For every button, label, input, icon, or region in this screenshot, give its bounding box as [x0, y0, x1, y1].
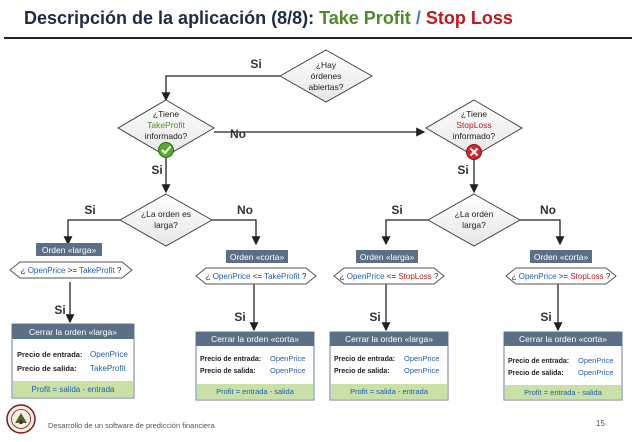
- decision-line: larga?: [462, 220, 486, 230]
- slide-title: Descripción de la aplicación (8/8): Take…: [24, 8, 513, 29]
- action-cerrar-larga-sl: Cerrar la orden «larga» Precio de entrad…: [329, 331, 449, 401]
- condition-corta-takeprofit: Orden «corta» ¿ OpenPrice <= TakeProfit …: [195, 250, 317, 285]
- entrada-value: OpenPrice: [404, 354, 439, 363]
- action-cerrar-corta-tp: Cerrar la orden «corta» Precio de entrad…: [195, 331, 315, 401]
- decision-line: ¿Hay: [316, 60, 337, 70]
- salida-label: Precio de salida:: [200, 368, 256, 375]
- condition-head: Orden «larga»: [42, 245, 97, 255]
- connector-right-no: [520, 219, 565, 246]
- label-si-tp: Si: [151, 163, 162, 177]
- salida-value: TakeProfit: [90, 364, 126, 373]
- title-rule: [4, 37, 632, 39]
- salida-value: OpenPrice: [578, 368, 613, 377]
- label-si-right: Si: [391, 203, 402, 217]
- decision-line: ¿Tiene: [153, 109, 179, 119]
- action-cerrar-larga-tp: Cerrar la orden «larga» Precio de entrad…: [11, 323, 135, 399]
- title-take-profit: Take Profit: [319, 8, 411, 28]
- action-head: Cerrar la orden «corta»: [211, 334, 299, 344]
- decision-orden-larga-left: ¿La orden es larga?: [118, 193, 214, 247]
- decision-line: StopLoss: [456, 120, 491, 130]
- action-head: Cerrar la orden «larga»: [345, 334, 433, 344]
- decision-line: abiertas?: [309, 82, 344, 92]
- action-head: Cerrar la orden «larga»: [29, 327, 117, 337]
- condition-larga-takeprofit: Orden «larga» ¿ OpenPrice >= TakeProfit …: [9, 243, 133, 279]
- decision-orden-larga-right: ¿La orden larga?: [426, 193, 522, 247]
- profit-formula: Profit = salida - entrada: [32, 385, 115, 394]
- decision-line: larga?: [154, 220, 178, 230]
- connector-left-no: [212, 219, 261, 246]
- salida-label: Precio de salida:: [508, 370, 564, 377]
- decision-tiene-takeprofit: ¿Tiene TakeProfit informado?: [117, 99, 215, 157]
- connector-right-si: [381, 219, 428, 246]
- salida-label: Precio de salida:: [334, 368, 390, 375]
- entrada-label: Precio de entrada:: [334, 356, 395, 363]
- connector-lines: [63, 75, 565, 332]
- entrada-label: Precio de entrada:: [200, 356, 261, 363]
- cross-icon: [466, 144, 482, 160]
- check-icon: [158, 142, 174, 158]
- footer-text: Desarrollo de un software de predicción …: [48, 421, 215, 430]
- condition-text: ¿ OpenPrice <= StopLoss ?: [340, 272, 439, 281]
- condition-head: Orden «corta»: [230, 252, 285, 262]
- title-main: Descripción de la aplicación (8/8):: [24, 8, 315, 28]
- decision-line: ¿Tiene: [461, 109, 487, 119]
- action-head: Cerrar la orden «corta»: [519, 334, 607, 344]
- connector-left-si: [63, 219, 120, 246]
- profit-formula: Profit = salida - entrada: [350, 387, 429, 396]
- condition-corta-stoploss: Orden «corta» ¿ OpenPrice >= StopLoss ?: [505, 250, 617, 285]
- decision-line: informado?: [145, 131, 188, 141]
- label-si-top: Si: [250, 57, 261, 71]
- label-si-c4: Si: [540, 310, 551, 324]
- title-stop-loss: Stop Loss: [425, 8, 513, 28]
- entrada-value: OpenPrice: [270, 354, 305, 363]
- label-si-c1: Si: [54, 303, 65, 317]
- condition-text: ¿ OpenPrice <= TakeProfit ?: [206, 272, 307, 281]
- decision-line: TakeProfit: [147, 120, 185, 130]
- decision-line: órdenes: [311, 71, 342, 81]
- salida-value: OpenPrice: [404, 366, 439, 375]
- university-seal-icon: [6, 404, 36, 434]
- label-si-c3: Si: [369, 310, 380, 324]
- page-number: 15: [596, 419, 605, 428]
- action-cerrar-corta-sl: Cerrar la orden «corta» Precio de entrad…: [503, 331, 623, 401]
- entrada-value: OpenPrice: [90, 350, 128, 359]
- entrada-label: Precio de entrada:: [508, 358, 569, 365]
- label-si-left: Si: [84, 203, 95, 217]
- label-no-left: No: [237, 203, 253, 217]
- title-separator: /: [415, 8, 421, 28]
- entrada-label: Precio de entrada:: [17, 350, 82, 359]
- condition-head: Orden «larga»: [360, 252, 415, 262]
- salida-label: Precio de salida:: [17, 364, 77, 373]
- condition-text: ¿ OpenPrice >= TakeProfit ?: [21, 266, 122, 275]
- connector-hay-si: [161, 75, 280, 102]
- condition-head: Orden «corta»: [534, 252, 589, 262]
- salida-value: OpenPrice: [270, 366, 305, 375]
- decision-line: ¿La orden es: [141, 209, 191, 219]
- label-si-sl: Si: [457, 163, 468, 177]
- entrada-value: OpenPrice: [578, 356, 613, 365]
- condition-text: ¿ OpenPrice >= StopLoss ?: [512, 272, 611, 281]
- label-no-tp: No: [230, 127, 246, 141]
- condition-larga-stoploss: Orden «larga» ¿ OpenPrice <= StopLoss ?: [333, 250, 445, 285]
- decision-line: ¿La orden: [455, 209, 494, 219]
- decision-hay-ordenes: ¿Hay órdenes abiertas?: [278, 49, 374, 103]
- profit-formula: Profit = entrada - salida: [524, 388, 603, 397]
- decision-line: informado?: [453, 131, 496, 141]
- profit-formula: Profit = entrada - salida: [216, 387, 295, 396]
- label-si-c2: Si: [234, 310, 245, 324]
- label-no-right: No: [540, 203, 556, 217]
